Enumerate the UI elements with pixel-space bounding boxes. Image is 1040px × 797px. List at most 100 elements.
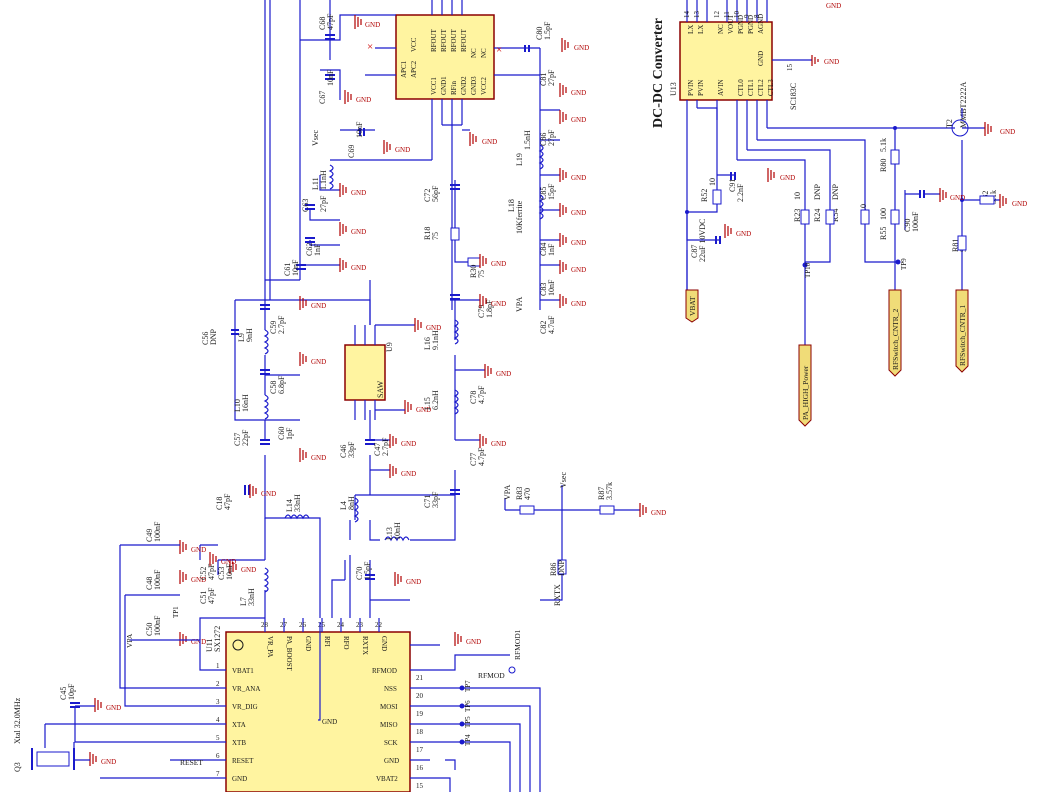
- svg-text:5: 5: [216, 734, 220, 742]
- svg-text:C18: C18: [215, 497, 224, 510]
- svg-text:4.7pF: 4.7pF: [477, 447, 486, 466]
- svg-text:RFOUT: RFOUT: [460, 28, 468, 52]
- svg-text:MISO: MISO: [380, 721, 398, 729]
- rf-chain-labels: C68 47pF C67 10nF C69 10nF Vsec L11 1.1n…: [201, 13, 614, 540]
- svg-text:DNP: DNP: [831, 183, 840, 200]
- svg-text:11: 11: [723, 11, 731, 18]
- svg-text:C77: C77: [469, 453, 478, 466]
- svg-text:TP10: TP10: [804, 262, 812, 278]
- svg-text:VCC: VCC: [410, 37, 418, 52]
- svg-text:RFOUT: RFOUT: [450, 28, 458, 52]
- svg-text:L4: L4: [339, 501, 348, 510]
- svg-text:5.1k: 5.1k: [879, 138, 888, 152]
- svg-text:1.8pF: 1.8pF: [485, 299, 494, 318]
- svg-text:GND: GND: [571, 239, 586, 247]
- u11-body: [225, 631, 411, 793]
- svg-text:1.1nH: 1.1nH: [319, 170, 328, 190]
- svg-text:Xtal 32.0MHz: Xtal 32.0MHz: [13, 697, 22, 744]
- svg-text:DNP: DNP: [209, 328, 218, 345]
- svg-text:R55: R55: [879, 227, 888, 240]
- svg-text:C50: C50: [145, 623, 154, 636]
- svg-text:C63: C63: [301, 199, 310, 212]
- svg-text:Vsec: Vsec: [559, 472, 568, 488]
- svg-text:R54: R54: [831, 209, 840, 222]
- svg-text:CTL3: CTL3: [767, 79, 775, 96]
- port-rfswitch-cntr-2: [888, 289, 902, 377]
- svg-text:GND: GND: [232, 775, 247, 783]
- svg-text:R83: R83: [515, 487, 524, 500]
- svg-text:2.2nF: 2.2nF: [736, 183, 745, 202]
- svg-text:XTB: XTB: [232, 739, 246, 747]
- svg-text:27pF: 27pF: [547, 69, 556, 86]
- svg-text:75: 75: [477, 270, 486, 278]
- svg-text:GND: GND: [574, 44, 589, 52]
- svg-text:DNP: DNP: [557, 559, 566, 576]
- svg-text:RFMOD: RFMOD: [372, 667, 397, 675]
- svg-text:GND: GND: [356, 96, 371, 104]
- svg-text:10: 10: [859, 204, 868, 212]
- svg-text:R52: R52: [700, 189, 709, 202]
- svg-text:10nF: 10nF: [225, 563, 234, 580]
- svg-text:LX: LX: [687, 25, 695, 34]
- svg-text:15: 15: [416, 782, 424, 790]
- svg-text:VR_DIG: VR_DIG: [232, 703, 258, 711]
- svg-text:R81: R81: [951, 239, 960, 252]
- svg-text:C60: C60: [277, 427, 286, 440]
- svg-text:C78: C78: [469, 391, 478, 404]
- svg-text:GND: GND: [191, 638, 206, 646]
- svg-text:L13: L13: [385, 527, 394, 540]
- svg-text:RFSwitch_CNTR_2: RFSwitch_CNTR_2: [891, 308, 900, 370]
- svg-text:GND: GND: [395, 146, 410, 154]
- u13-ic: LX LX NC VOUT PGND PGND AGND 14 13 12 11…: [669, 0, 812, 318]
- svg-text:C70: C70: [355, 567, 364, 580]
- svg-text:C81: C81: [539, 73, 548, 86]
- svg-text:GND: GND: [304, 636, 312, 651]
- svg-text:VPA: VPA: [503, 485, 512, 500]
- svg-text:NSS: NSS: [384, 685, 397, 693]
- svg-text:GND: GND: [351, 228, 366, 236]
- svg-text:100nF: 100nF: [911, 211, 920, 232]
- svg-text:CTL0: CTL0: [737, 79, 745, 96]
- svg-text:33nH: 33nH: [247, 588, 256, 606]
- port-vbat: [685, 289, 699, 323]
- svg-text:R86: R86: [549, 563, 558, 576]
- svg-text:×: ×: [496, 44, 502, 56]
- svg-text:GND: GND: [101, 758, 116, 766]
- u13-ref: U13: [669, 82, 678, 96]
- svg-text:C67: C67: [318, 91, 327, 104]
- svg-text:3: 3: [216, 698, 220, 706]
- svg-text:6.2nH: 6.2nH: [431, 390, 440, 410]
- rf-resistors: [450, 227, 640, 601]
- u13-body: [679, 21, 773, 101]
- svg-text:C79: C79: [477, 305, 486, 318]
- rf-grounds: GND GND GND GND GND GND GND GND GND GND …: [89, 15, 666, 766]
- svg-text:TP7: TP7: [464, 680, 472, 692]
- svg-text:GND: GND: [571, 266, 586, 274]
- svg-text:24: 24: [337, 621, 345, 629]
- svg-text:PGND: PGND: [747, 15, 755, 34]
- svg-text:1.5nH: 1.5nH: [523, 130, 532, 150]
- saw-filter: SAW U9 GND GND: [344, 318, 441, 420]
- svg-text:VR_PA: VR_PA: [266, 636, 274, 658]
- crystal-q3: [31, 702, 90, 770]
- svg-text:22pF: 22pF: [241, 429, 250, 446]
- svg-text:26: 26: [299, 621, 307, 629]
- u13-part: SC183C: [789, 83, 798, 110]
- svg-text:R87: R87: [597, 487, 606, 500]
- svg-text:1pF: 1pF: [285, 427, 294, 440]
- svg-text:20: 20: [416, 692, 424, 700]
- svg-text:GND: GND: [736, 230, 751, 238]
- svg-text:C47: C47: [373, 443, 382, 456]
- svg-text:GND: GND: [757, 51, 765, 66]
- svg-text:RFO: RFO: [342, 636, 350, 650]
- svg-text:C69: C69: [347, 145, 356, 158]
- svg-text:C53: C53: [217, 567, 226, 580]
- svg-text:VCC2: VCC2: [480, 77, 488, 95]
- svg-text:10nF: 10nF: [355, 121, 364, 138]
- svg-text:RFSwitch_CNTR_1: RFSwitch_CNTR_1: [958, 304, 967, 366]
- svg-text:GND: GND: [1000, 128, 1015, 136]
- u11-wiring: [45, 544, 541, 792]
- svg-text:SCK: SCK: [384, 739, 398, 747]
- svg-text:L15: L15: [423, 397, 432, 410]
- svg-text:10nF: 10nF: [291, 259, 300, 276]
